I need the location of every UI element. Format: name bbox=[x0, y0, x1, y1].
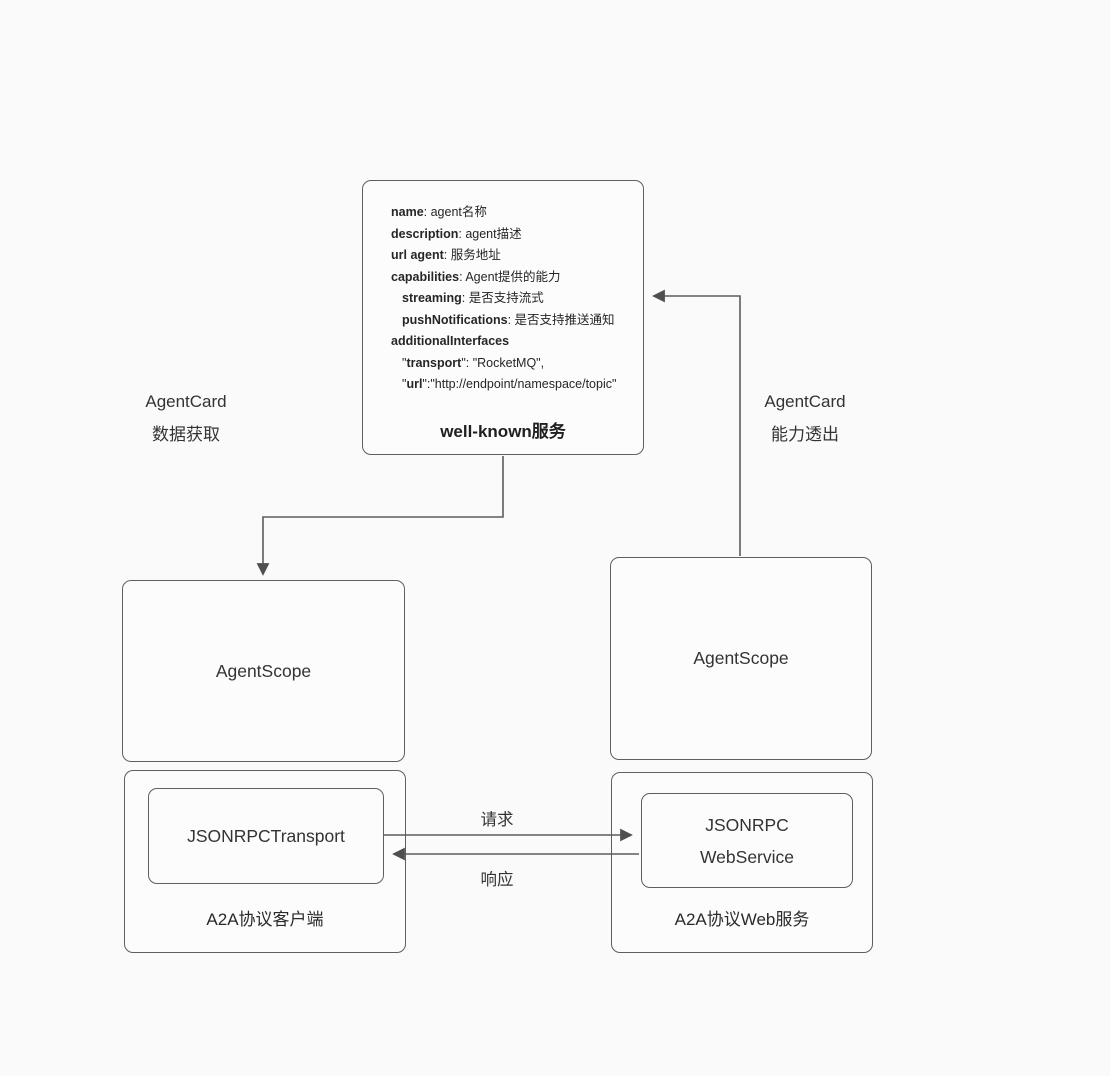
jsonrpc-transport-label: JSONRPCTransport bbox=[187, 825, 345, 846]
well-known-service-box: name: agent名称 description: agent描述 url a… bbox=[362, 180, 644, 455]
agentscope-right-label: AgentScope bbox=[693, 648, 789, 668]
jsonrpc-webservice-line2: WebService bbox=[699, 846, 795, 867]
field-push-notifications: pushNotifications: 是否支持推送通知 bbox=[402, 312, 615, 327]
a2a-client-label: A2A协议客户端 bbox=[206, 910, 324, 929]
field-capabilities: capabilities: Agent提供的能力 bbox=[391, 269, 561, 284]
field-transport: "transport": "RocketMQ", bbox=[402, 355, 545, 370]
agentscope-left-label: AgentScope bbox=[215, 660, 312, 681]
a2a-client-box: JSONRPCTransport A2A协议客户端 bbox=[124, 770, 406, 953]
agentcard-fetch-line2: 数据获取 bbox=[152, 425, 220, 444]
well-known-title: well-known服务 bbox=[440, 422, 566, 441]
request-label: 请求 bbox=[480, 811, 514, 829]
field-url-agent: url agent: 服务地址 bbox=[391, 248, 501, 262]
response-label: 响应 bbox=[480, 871, 514, 889]
agentcard-fetch-line1: AgentCard bbox=[145, 392, 227, 411]
connector-agentscope-to-wellknown-arrow bbox=[652, 289, 741, 556]
jsonrpc-webservice-line1: JSONRPC bbox=[705, 814, 789, 835]
agentcard-fields: name: agent名称 description: agent描述 url a… bbox=[391, 202, 633, 396]
field-name: name: agent名称 bbox=[391, 205, 487, 219]
connector-wellknown-to-agentscope-arrow bbox=[256, 456, 504, 576]
field-description: description: agent描述 bbox=[391, 226, 522, 241]
agentcard-fetch-label: AgentCard 数据获取 bbox=[111, 385, 261, 451]
jsonrpc-transport-box: JSONRPCTransport bbox=[148, 788, 384, 884]
field-streaming: streaming: 是否支持流式 bbox=[402, 291, 544, 305]
agentcard-expose-line1: AgentCard bbox=[764, 392, 846, 411]
field-url: "url":"http://endpoint/namespace/topic" bbox=[402, 377, 617, 391]
a2a-web-service-label: A2A协议Web服务 bbox=[674, 910, 810, 929]
field-additional-interfaces: additionalInterfaces bbox=[391, 334, 510, 348]
agentcard-expose-label: AgentCard 能力透出 bbox=[730, 385, 880, 451]
agentscope-left-box: AgentScope bbox=[122, 580, 405, 762]
agentcard-expose-line2: 能力透出 bbox=[771, 425, 839, 444]
jsonrpc-webservice-box: JSONRPC WebService bbox=[641, 793, 853, 888]
agentscope-right-box: AgentScope bbox=[610, 557, 872, 760]
a2a-web-service-box: JSONRPC WebService A2A协议Web服务 bbox=[611, 772, 873, 953]
